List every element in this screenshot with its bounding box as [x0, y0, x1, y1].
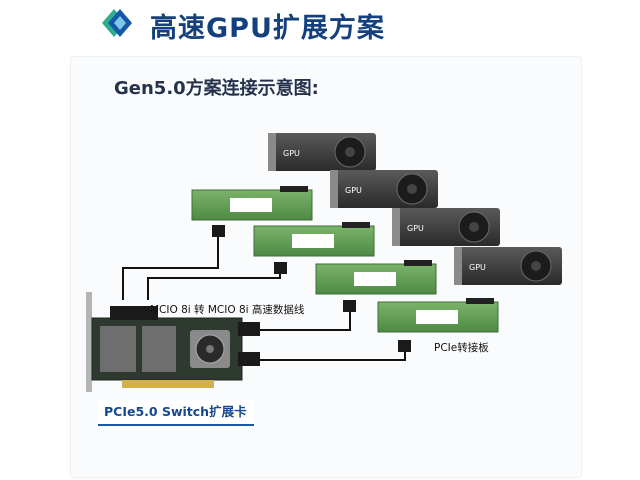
- gpu-label: GPU: [469, 263, 486, 272]
- riser-board: [315, 260, 437, 295]
- diagram-subtitle: Gen5.0方案连接示意图:: [114, 78, 319, 99]
- gpu-label: GPU: [283, 149, 300, 158]
- gpu-card: GPU: [268, 133, 376, 171]
- cable-label: MCIO 8i 转 MCIO 8i 高速数据线: [150, 304, 305, 316]
- switch-card-label: PCIe5.0 Switch扩展卡: [98, 400, 254, 426]
- header: 高速GPU扩展方案: [0, 0, 640, 52]
- adapter-label: PCIe转接板: [434, 342, 489, 354]
- gpu-card: GPU: [454, 247, 562, 285]
- cable-group: [122, 235, 406, 361]
- cable-connectors: [212, 225, 411, 352]
- gpu-label: GPU: [345, 186, 362, 195]
- riser-board: [377, 298, 499, 333]
- page-title: 高速GPU扩展方案: [150, 13, 385, 44]
- riser-board: [253, 222, 375, 257]
- riser-board: [191, 186, 313, 221]
- pcie-switch-card: [86, 292, 260, 392]
- gpu-card: GPU: [330, 170, 438, 208]
- gpu-label: GPU: [407, 224, 424, 233]
- gpu-card: GPU: [392, 208, 500, 246]
- brand-logo-icon: [102, 9, 132, 37]
